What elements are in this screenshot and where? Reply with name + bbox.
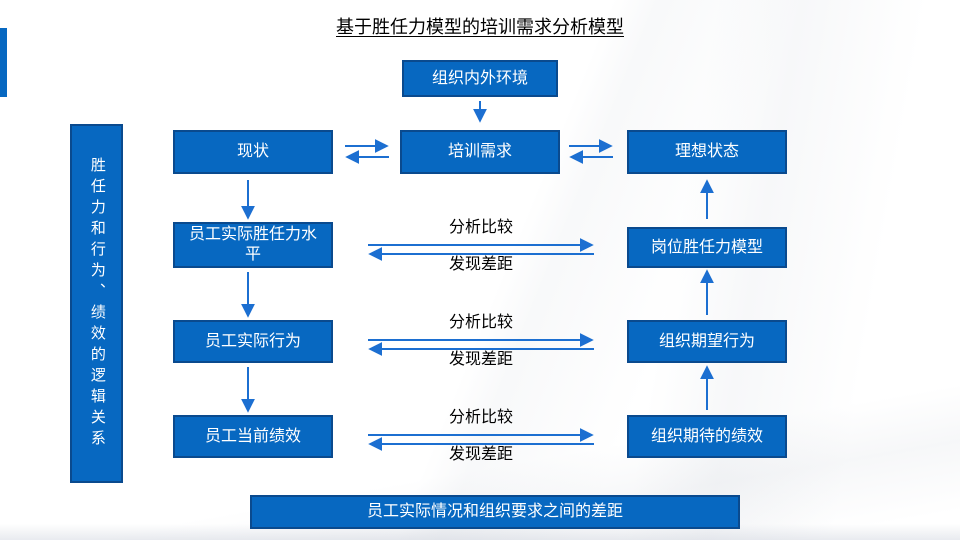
node-ideal-state: 理想状态	[627, 130, 787, 174]
node-gap-summary: 员工实际情况和组织要求之间的差距	[250, 495, 740, 529]
node-expected-performance: 组织期待的绩效	[627, 415, 787, 458]
gap-label-row2: 发现差距	[448, 351, 513, 368]
node-post-competency-model: 岗位胜任力模型	[627, 227, 787, 268]
gap-label-row1: 发现差距	[448, 256, 513, 273]
compare-label-row3: 分析比较	[448, 409, 513, 426]
diagram-title: 基于胜任力模型的培训需求分析模型	[336, 17, 624, 37]
node-actual-behavior: 员工实际行为	[173, 320, 333, 363]
left-accent-bar	[0, 28, 7, 97]
compare-label-row2: 分析比较	[448, 314, 513, 331]
compare-label-row1: 分析比较	[448, 219, 513, 236]
node-training-needs: 培训需求	[400, 130, 560, 174]
node-current-status: 现状	[173, 130, 333, 174]
node-expected-behavior: 组织期望行为	[627, 320, 787, 363]
node-current-performance: 员工当前绩效	[173, 415, 333, 458]
node-environment: 组织内外环境	[402, 60, 558, 97]
gap-label-row3: 发现差距	[448, 446, 513, 463]
node-actual-competency-level: 员工实际胜任力水平	[173, 222, 333, 268]
side-label-box: 胜任力和行为、绩效的逻辑关系	[70, 124, 123, 483]
